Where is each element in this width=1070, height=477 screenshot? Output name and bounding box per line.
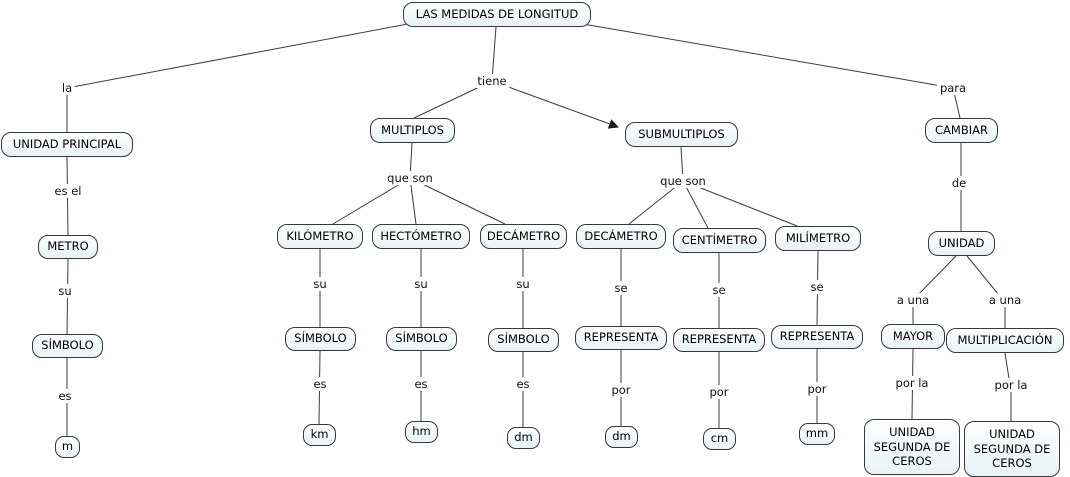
link-label-por-mm[interactable]: por [804,382,830,396]
concept-dm-submultiplo[interactable]: dm [605,426,638,448]
link-label-es-km[interactable]: es [310,377,330,391]
connector-line [582,23,954,89]
concept-unidad[interactable]: UNIDAD [928,231,995,256]
concept-submultiplos[interactable]: SUBMULTIPLOS [625,122,738,147]
connector-line [332,177,411,225]
concept-m[interactable]: m [55,436,80,458]
concept-kilometro[interactable]: KILÓMETRO [277,224,363,249]
concept-cm[interactable]: cm [703,428,736,450]
connector-line [912,255,957,301]
concept-unidad-segunda-de-ceros-mayor[interactable]: UNIDAD SEGUNDA DE CEROS [864,419,960,475]
connector-line-arrow [491,80,619,129]
link-label-se-milimetro[interactable]: se [807,280,827,294]
concept-decametro-submultiplo[interactable]: DECÁMETRO [576,224,666,249]
link-label-que-son-submultiplos[interactable]: que son [657,174,709,188]
concept-multiplos[interactable]: MULTIPLOS [370,118,455,143]
connector-line [409,177,417,225]
concept-unidad-principal[interactable]: UNIDAD PRINCIPAL [1,132,133,157]
link-label-que-son-multiplos[interactable]: que son [384,171,436,185]
link-label-es-dm[interactable]: es [513,377,533,391]
concept-simbolo-hectometro[interactable]: SÍMBOLO [386,327,457,351]
concept-simbolo-kilometro[interactable]: SÍMBOLO [285,327,356,351]
connector-line [491,26,497,82]
concept-milimetro[interactable]: MILÍMETRO [775,226,861,251]
link-label-por-dm[interactable]: por [608,383,634,397]
concept-simbolo-metro[interactable]: SÍMBOLO [32,334,103,358]
link-label-para[interactable]: para [936,81,970,95]
concept-las-medidas-de-longitud[interactable]: LAS MEDIDAS DE LONGITUD [403,2,591,27]
concept-mm[interactable]: mm [799,423,835,445]
link-label-su-hectometro[interactable]: su [411,277,431,291]
link-label-tiene[interactable]: tiene [474,74,510,88]
link-label-la[interactable]: la [58,81,76,95]
link-label-su-decametro[interactable]: su [513,277,533,291]
link-label-por-cm[interactable]: por [706,385,732,399]
concept-simbolo-decametro[interactable]: SÍMBOLO [488,328,559,352]
connector-line [66,22,414,89]
concept-hectometro[interactable]: HECTÓMETRO [372,224,470,249]
link-label-es-hm[interactable]: es [411,377,431,391]
concept-decametro-multiplo[interactable]: DECÁMETRO [480,224,567,249]
concept-km[interactable]: km [303,424,336,446]
link-label-a-una-mayor[interactable]: a una [893,293,933,307]
connector-line [409,177,506,225]
connector-line [682,180,798,227]
concept-unidad-segunda-de-ceros-multiplicacion[interactable]: UNIDAD SEGUNDA DE CEROS [964,421,1060,477]
link-label-su-kilometro[interactable]: su [310,277,330,291]
link-label-se-centimetro[interactable]: se [709,283,729,297]
concept-dm-multiplo[interactable]: dm [507,427,540,449]
link-label-se-decametro[interactable]: se [611,281,631,295]
link-label-es-el[interactable]: es el [51,184,85,198]
concept-cambiar[interactable]: CAMBIAR [925,118,998,143]
concept-centimetro[interactable]: CENTÍMETRO [673,228,766,253]
concept-representa-cm[interactable]: REPRESENTA [673,328,765,352]
link-label-su-metro[interactable]: su [55,284,75,298]
link-label-por-la-mayor[interactable]: por la [892,376,932,390]
connector-line [966,255,1004,301]
concept-metro[interactable]: METRO [38,235,98,259]
concept-representa-dm[interactable]: REPRESENTA [575,326,667,350]
connector-line [682,180,709,229]
link-label-a-una-multiplicacion[interactable]: a una [985,293,1025,307]
concept-mayor[interactable]: MAYOR [881,324,945,349]
concept-hm[interactable]: hm [405,421,438,443]
concept-representa-mm[interactable]: REPRESENTA [771,325,863,349]
link-label-por-la-multiplicacion[interactable]: por la [991,378,1031,392]
link-label-de[interactable]: de [948,176,970,190]
connector-line [628,180,684,225]
link-label-es-metro[interactable]: es [55,389,75,403]
concept-multiplicacion[interactable]: MULTIPLICACIÓN [946,328,1064,353]
